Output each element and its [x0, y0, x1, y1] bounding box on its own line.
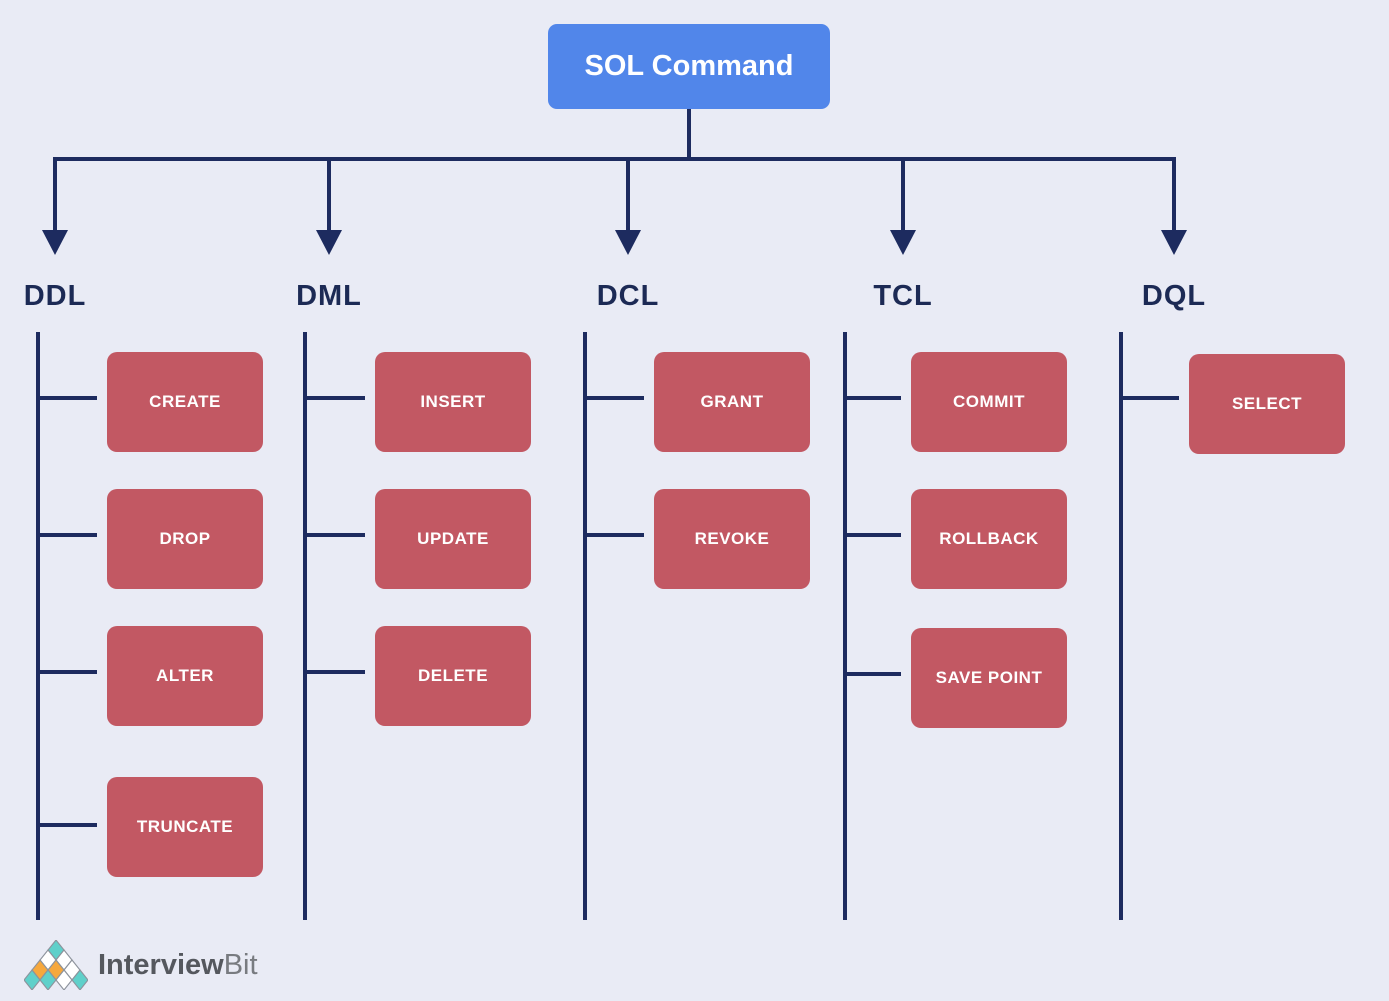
branch-drop-dcl	[626, 157, 630, 233]
stub-ddl-alter	[38, 670, 97, 674]
stub-tcl-commit	[845, 396, 901, 400]
column-spine-dql	[1119, 332, 1123, 920]
stub-dml-insert	[305, 396, 365, 400]
command-box-savepoint: SAVE POINT	[911, 628, 1067, 728]
stub-dml-update	[305, 533, 365, 537]
command-box-rollback: ROLLBACK	[911, 489, 1067, 589]
command-box-update: UPDATE	[375, 489, 531, 589]
stub-tcl-savepoint	[845, 672, 901, 676]
category-label-dcl: DCL	[596, 280, 660, 312]
branch-drop-ddl	[53, 157, 57, 233]
category-label-dql: DQL	[1141, 280, 1207, 312]
category-label-dml: DML	[296, 280, 362, 312]
stub-dcl-grant	[585, 396, 644, 400]
command-box-delete: DELETE	[375, 626, 531, 726]
stub-dcl-revoke	[585, 533, 644, 537]
category-label-tcl: TCL	[873, 280, 933, 312]
command-box-create: CREATE	[107, 352, 263, 452]
sql-command-root-box: SOL Command	[548, 24, 830, 109]
arrowhead-icon	[316, 230, 342, 255]
command-box-select: SELECT	[1189, 354, 1345, 454]
logo-wordmark: InterviewBit	[98, 949, 258, 982]
trunk-vertical-line	[687, 109, 691, 159]
stub-dml-delete	[305, 670, 365, 674]
stub-ddl-create	[38, 396, 97, 400]
column-spine-tcl	[843, 332, 847, 920]
command-box-alter: ALTER	[107, 626, 263, 726]
stub-tcl-rollback	[845, 533, 901, 537]
stub-dql-select	[1121, 396, 1179, 400]
column-spine-ddl	[36, 332, 40, 920]
command-box-commit: COMMIT	[911, 352, 1067, 452]
branch-drop-dql	[1172, 157, 1176, 233]
trunk-horizontal-line	[54, 157, 1176, 161]
arrowhead-icon	[1161, 230, 1187, 255]
branch-drop-tcl	[901, 157, 905, 233]
column-spine-dml	[303, 332, 307, 920]
column-spine-dcl	[583, 332, 587, 920]
command-box-drop: DROP	[107, 489, 263, 589]
command-box-revoke: REVOKE	[654, 489, 810, 589]
logo-pyramid-icon	[24, 940, 88, 990]
arrowhead-icon	[890, 230, 916, 255]
logo-wordmark-primary: Interview	[98, 948, 224, 981]
logo-wordmark-secondary: Bit	[223, 948, 258, 981]
stub-ddl-drop	[38, 533, 97, 537]
branch-drop-dml	[327, 157, 331, 233]
command-box-insert: INSERT	[375, 352, 531, 452]
command-box-truncate: TRUNCATE	[107, 777, 263, 877]
arrowhead-icon	[615, 230, 641, 255]
interviewbit-logo: InterviewBit	[24, 940, 258, 990]
command-box-grant: GRANT	[654, 352, 810, 452]
category-label-ddl: DDL	[23, 280, 87, 312]
stub-ddl-truncate	[38, 823, 97, 827]
arrowhead-icon	[42, 230, 68, 255]
